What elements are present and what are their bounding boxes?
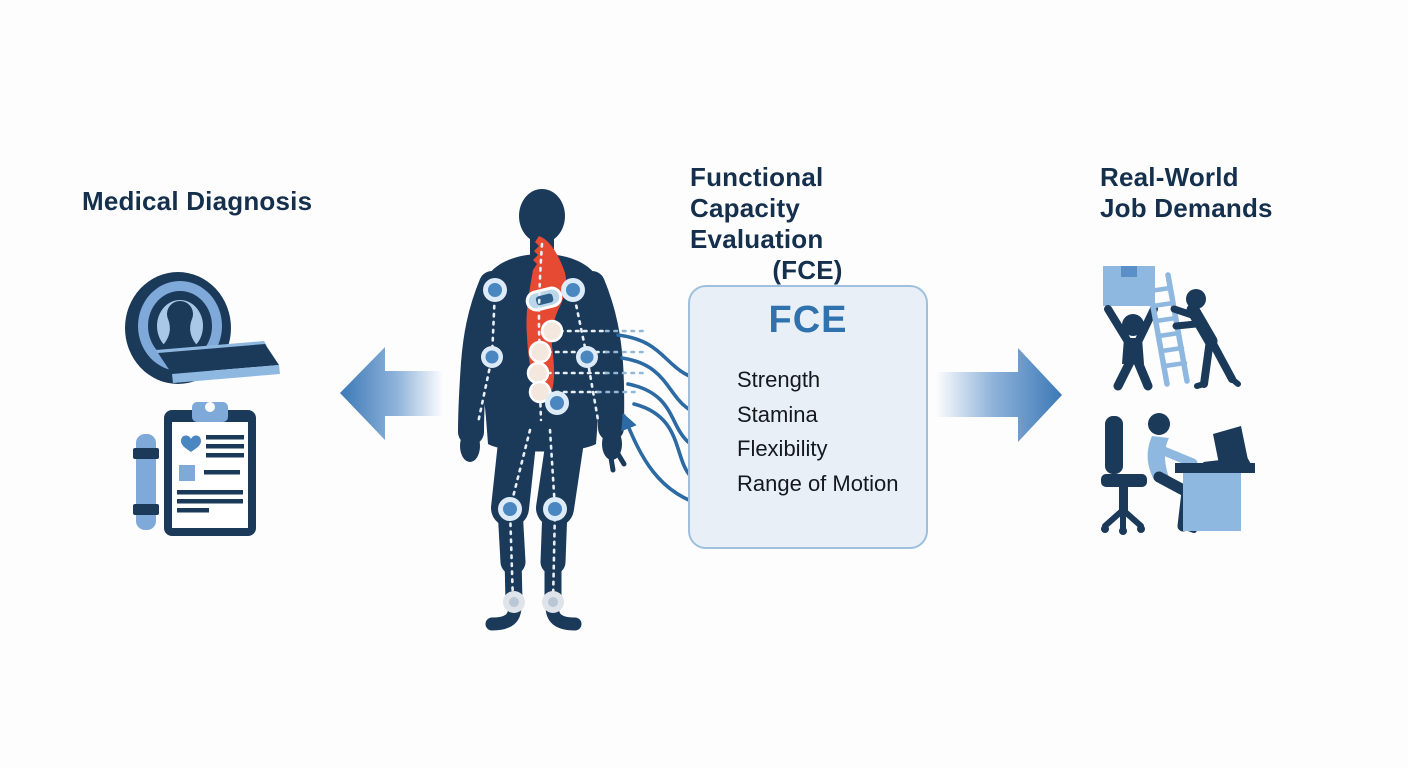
fce-title-line3: (FCE): [772, 255, 843, 285]
desk-worker-icon: [1101, 413, 1255, 535]
desk: [1175, 463, 1255, 531]
hip-joint-marker: [545, 391, 569, 415]
pen-icon: [133, 434, 159, 530]
clipboard-icon: [164, 402, 256, 536]
body-figure: [458, 189, 627, 631]
knee-joint-marker: [543, 497, 567, 521]
office-chair: [1101, 416, 1147, 535]
worker-lifting-box-icon: [1103, 266, 1158, 391]
shoulder-joint-marker: [483, 278, 507, 302]
ladder-icon: [1145, 272, 1190, 387]
joint-markers: [481, 278, 598, 613]
fce-title: Functional Capacity Evaluation (FCE): [690, 162, 925, 286]
fce-item-flexibility: Flexibility: [737, 436, 828, 461]
ankle-joint-marker: [503, 591, 525, 613]
shoulder-joint-marker: [561, 278, 585, 302]
laptop-icon: [1203, 426, 1251, 468]
medical-clipboard-icon: [133, 402, 256, 536]
arrow-to-job-demands: [936, 348, 1062, 442]
fce-title-line2: Capacity Evaluation: [690, 193, 824, 254]
spinal-disc-icon: [525, 286, 563, 312]
fce-item-range-of-motion: Range of Motion: [737, 470, 899, 496]
medical-diagnosis-title: Medical Diagnosis: [82, 186, 313, 216]
spine-markers: [526, 319, 564, 404]
checkbox-glyph: [179, 465, 195, 481]
fce-list: Strength Stamina Flexibility Range of Mo…: [737, 363, 898, 501]
knee-joint-marker: [498, 497, 522, 521]
heart-icon: [181, 435, 201, 452]
job-demand-icons: [1101, 266, 1255, 535]
fce-item-strength: Strength: [737, 367, 821, 392]
mri-scanner-icon: [125, 272, 280, 384]
arrow-to-medical-diagnosis: [340, 347, 443, 440]
job-demands-title-line1: Real-World: [1100, 162, 1239, 192]
fce-title-line1: Functional: [690, 162, 824, 192]
fce-box: FCE Strength Stamina Flexibility Range o…: [688, 285, 928, 549]
elbow-joint-marker: [481, 346, 503, 368]
job-demands-title-line2: Job Demands: [1100, 193, 1273, 223]
measurement-dashed-lines: [596, 329, 650, 394]
ankle-joint-marker: [542, 591, 564, 613]
elbow-joint-marker: [576, 346, 598, 368]
job-demands-title: Real-World Job Demands: [1100, 162, 1273, 224]
fce-item-stamina: Stamina: [737, 401, 818, 427]
worker-climbing-icon: [1170, 289, 1241, 389]
fce-box-heading: FCE: [768, 299, 848, 341]
